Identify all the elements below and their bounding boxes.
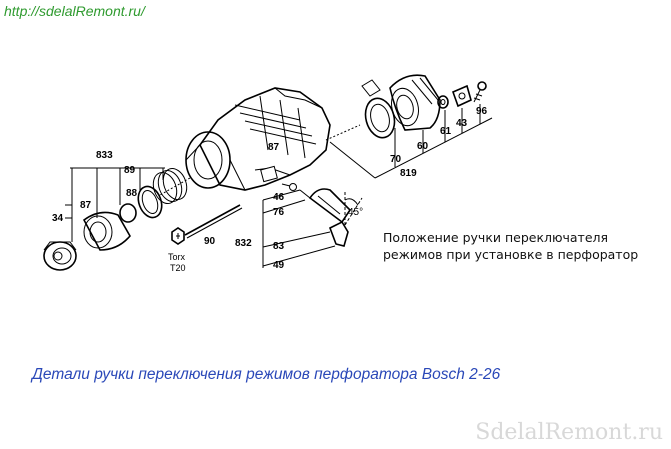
- part-label-34: 34: [52, 213, 64, 224]
- torx-label-line2: T20: [170, 263, 186, 273]
- angle-indicator: [344, 190, 363, 226]
- part-label-83: 83: [273, 241, 285, 252]
- ring-89: [119, 203, 137, 223]
- part-label-819: 819: [400, 168, 417, 179]
- part-label-61: 61: [440, 126, 452, 137]
- bushing-70: [361, 79, 396, 139]
- angle-label: 45°: [348, 207, 363, 218]
- svg-text:87: 87: [268, 142, 280, 153]
- part-label-89: 89: [124, 165, 136, 176]
- torx-label-line1: Torx: [168, 252, 186, 262]
- part-label-70: 70: [390, 154, 402, 165]
- leader-lines: [159, 124, 361, 196]
- part-label-49: 49: [273, 260, 285, 271]
- mode-switch-knob: [281, 183, 352, 247]
- screw-96: [473, 81, 487, 103]
- washer-61: [437, 95, 449, 109]
- watermark: SdelalRemont.ru: [475, 420, 663, 445]
- part-label-60: 60: [417, 141, 429, 152]
- plate-43: [451, 84, 472, 108]
- part-label-76: 76: [273, 207, 285, 218]
- torx-screw-90: [171, 204, 243, 245]
- figure-caption: Детали ручки переключения режимов перфор…: [32, 366, 501, 383]
- part-label-87: 87: [80, 200, 92, 211]
- callout-832-bracket: [262, 189, 336, 268]
- part-label-96: 96: [476, 106, 488, 117]
- site-url: http://sdelalRemont.ru/: [4, 3, 145, 19]
- part-label-46: 46: [273, 192, 285, 203]
- part-label-832: 832: [235, 238, 252, 249]
- part-label-88: 88: [126, 188, 138, 199]
- sleeve-60: [389, 74, 441, 131]
- front-sleeve-87: [82, 211, 131, 251]
- part-label-90: 90: [204, 236, 216, 247]
- gear-housing: 87: [185, 87, 331, 191]
- part-label-43: 43: [456, 118, 468, 129]
- switch-position-note-line2: режимов при установке в перфоратор: [383, 247, 639, 262]
- spring: [152, 168, 188, 204]
- part-label-833: 833: [96, 150, 113, 161]
- front-nut-34: [43, 241, 77, 271]
- callout-819-bracket: [329, 104, 493, 179]
- switch-position-note-line1: Положение ручки переключателя: [383, 230, 609, 245]
- callout-833-bracket: [65, 167, 165, 242]
- ring-88: [137, 185, 163, 219]
